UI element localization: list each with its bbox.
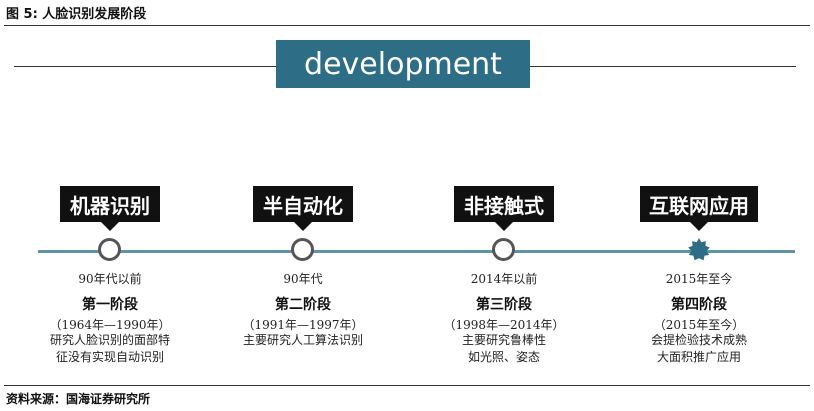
desc-line: 研究人脸识别的面部特 xyxy=(49,333,170,347)
stage-label: 互联网应用 xyxy=(640,186,758,231)
stage-year: 2014年以前 xyxy=(470,272,538,286)
gear-node-icon xyxy=(687,238,711,262)
bottom-rule xyxy=(4,385,810,386)
stage-4: 互联网应用 2015年至今 第四阶段 （2015年至今） 会提检验技术成熟 大面… xyxy=(589,186,809,364)
stage-3: 非接触式 2014年以前 第三阶段 （1998年—2014年） 主要研究鲁棒性 … xyxy=(394,186,614,364)
development-banner: development xyxy=(276,40,530,88)
stage-name: 第三阶段 xyxy=(476,297,532,313)
stage-period: （1991年—1997年） xyxy=(242,318,364,332)
timeline-node xyxy=(291,238,314,261)
stage-period: （2015年至今） xyxy=(653,318,745,332)
stage-label: 半自动化 xyxy=(253,186,353,231)
stage-year: 2015年至今 xyxy=(665,272,733,286)
stage-1: 机器识别 90年代以前 第一阶段 （1964年—1990年） 研究人脸识别的面部… xyxy=(0,186,220,364)
stage-description: 会提检验技术成熟 大面积推广应用 xyxy=(589,332,809,366)
desc-line: 如光照、姿态 xyxy=(467,350,540,364)
stage-description: 研究人脸识别的面部特 征没有实现自动识别 xyxy=(0,332,220,366)
stage-label: 非接触式 xyxy=(454,186,554,231)
stage-year: 90年代以前 xyxy=(78,272,142,286)
banner-text: development xyxy=(304,46,502,82)
banner-line-right xyxy=(530,66,796,67)
desc-line: 主要研究人工算法识别 xyxy=(242,333,363,347)
desc-line: 会提检验技术成熟 xyxy=(650,333,747,347)
top-rule xyxy=(4,25,810,26)
stage-period: （1998年—2014年） xyxy=(443,318,565,332)
desc-line: 主要研究鲁棒性 xyxy=(461,333,546,347)
figure-title: 图 5: 人脸识别发展阶段 xyxy=(6,7,147,22)
timeline-axis xyxy=(38,250,795,253)
stage-period: （1964年—1990年） xyxy=(49,318,171,332)
desc-line: 大面积推广应用 xyxy=(656,350,741,364)
stage-name: 第一阶段 xyxy=(82,297,138,313)
stage-description: 主要研究鲁棒性 如光照、姿态 xyxy=(394,332,614,366)
stage-name: 第二阶段 xyxy=(275,297,331,313)
desc-line: 征没有实现自动识别 xyxy=(55,350,164,364)
stage-2: 半自动化 90年代 第二阶段 （1991年—1997年） 主要研究人工算法识别 xyxy=(193,186,413,347)
stage-year: 90年代 xyxy=(283,272,323,286)
banner-line-left xyxy=(14,66,276,67)
source-note: 资料来源：国海证券研究所 xyxy=(6,392,151,406)
stage-name: 第四阶段 xyxy=(671,297,727,313)
timeline-node xyxy=(98,238,121,261)
timeline-node xyxy=(492,238,515,261)
stage-label: 机器识别 xyxy=(60,186,160,231)
stage-description: 主要研究人工算法识别 xyxy=(193,332,413,349)
